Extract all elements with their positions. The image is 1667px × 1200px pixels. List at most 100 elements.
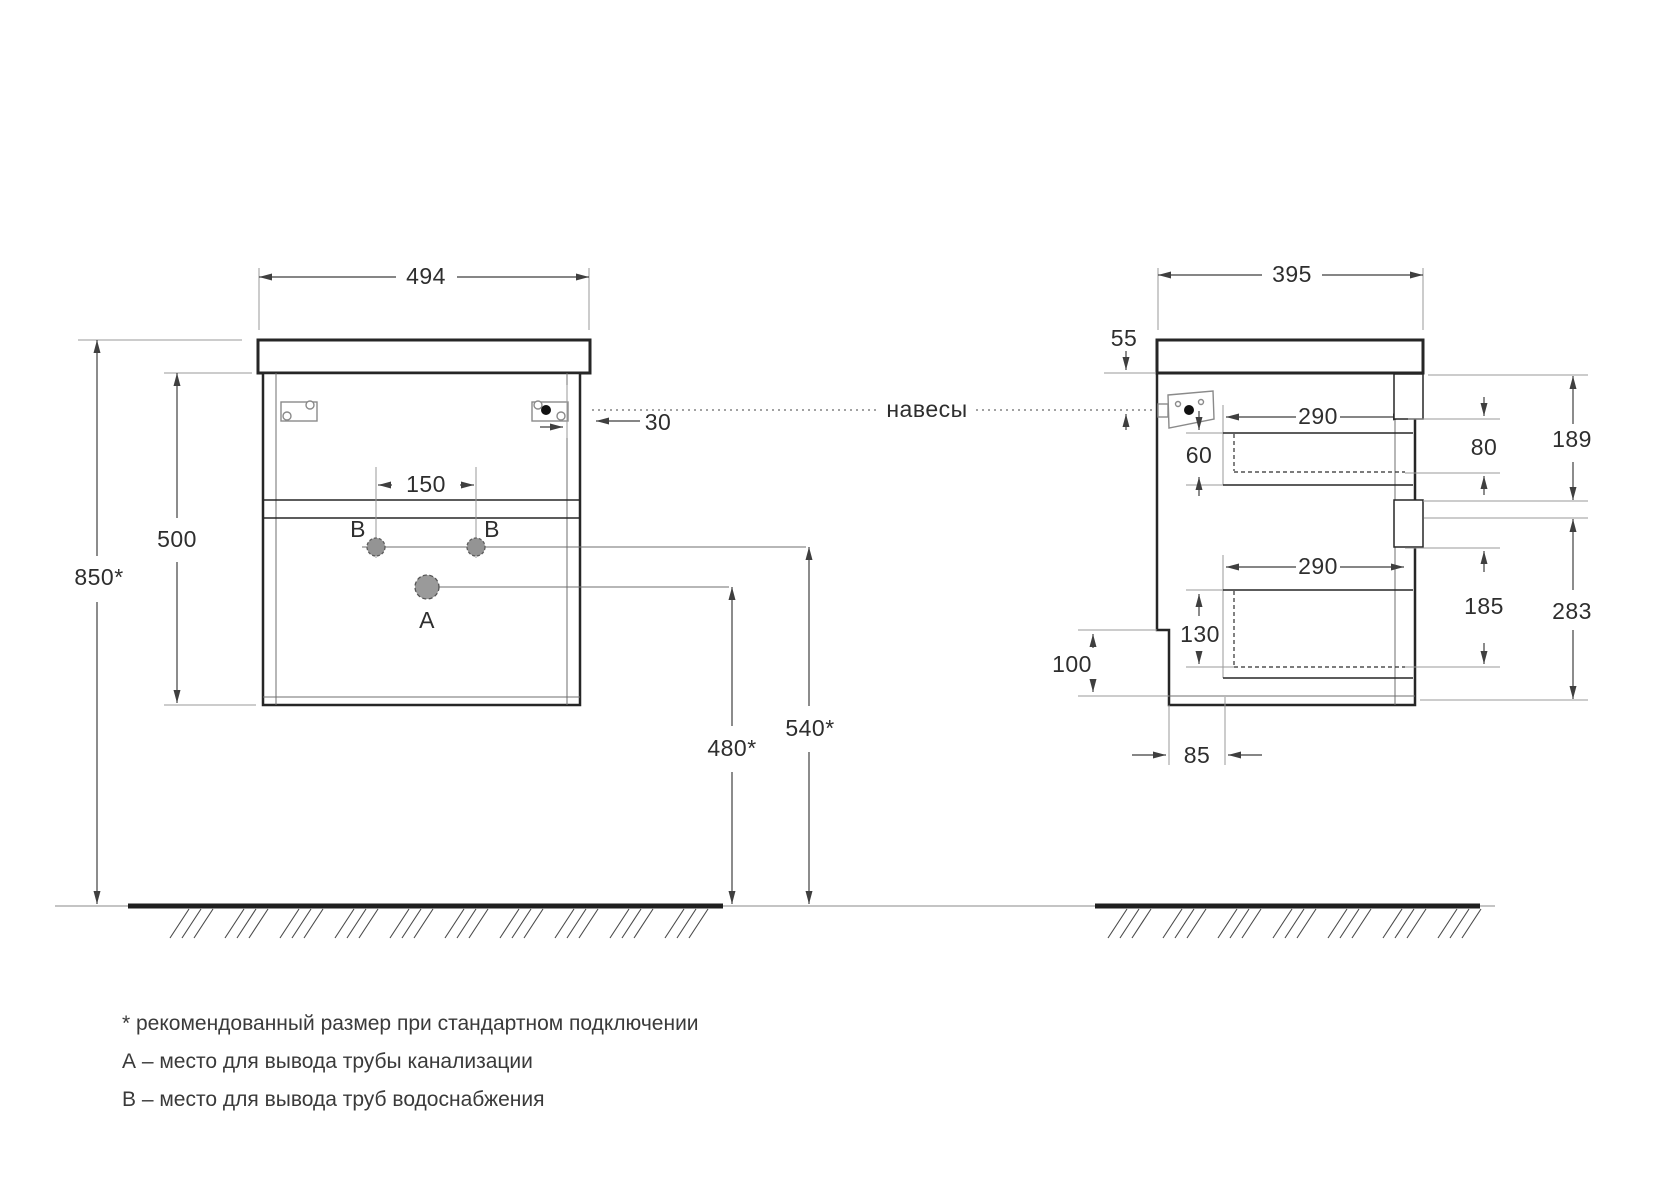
- hanger-screw-icon: [1197, 398, 1205, 406]
- floor-hatch-line: [1186, 908, 1207, 939]
- floor-hatch-line: [1406, 908, 1427, 939]
- floor-hatch-line: [1272, 908, 1293, 939]
- side-view: 395 55 290 60: [1052, 261, 1592, 768]
- hole-b-left: [366, 537, 386, 557]
- hanger-screw-icon: [533, 400, 543, 410]
- side-hanger: [1157, 390, 1215, 429]
- side-depth-dimension: 395: [1157, 261, 1424, 330]
- water-supply-holes: В В: [350, 516, 500, 557]
- floor-hatch-line: [468, 908, 489, 939]
- floor-hatch-line: [456, 908, 477, 939]
- hanger-offset-label: 30: [645, 409, 672, 435]
- note-recommended-size: * рекомендованный размер при стандартном…: [122, 1012, 699, 1035]
- side-countertop: [1155, 338, 1425, 375]
- top-drawer-front-label: 80: [1471, 434, 1498, 460]
- bottom-section-dimension: 283: [1552, 519, 1592, 699]
- floor-hatch-line: [1296, 908, 1317, 939]
- recess-width-label: 85: [1184, 742, 1211, 768]
- side-depth-label: 395: [1272, 261, 1312, 287]
- hangers-callout: навесы: [592, 396, 1157, 422]
- hanger-pin-icon: [1184, 405, 1194, 415]
- front-body-height-label: 500: [157, 526, 197, 552]
- top-section-label: 189: [1552, 426, 1592, 452]
- floor-hatch-line: [1461, 908, 1482, 939]
- front-total-height-label: 850*: [74, 564, 123, 590]
- hole-a-label: А: [419, 607, 435, 633]
- hole-b-right-label: В: [484, 516, 500, 542]
- bottom-drawer-depth-dimension: 290: [1226, 553, 1404, 579]
- top-drawer-front-panel: [1393, 373, 1424, 420]
- floor-hatch-line: [248, 908, 269, 939]
- floor: [55, 903, 1495, 939]
- floor-hatch-line: [1327, 908, 1348, 939]
- hole-b-left-label: В: [350, 516, 366, 542]
- front-right-hanger: [531, 385, 569, 438]
- side-top-offset-dimension: 55: [1104, 325, 1156, 430]
- floor-hatch-line: [676, 908, 697, 939]
- floor-hatch-line: [1351, 908, 1372, 939]
- bottom-drawer-front-label: 185: [1464, 593, 1504, 619]
- front-width-dimension: 494: [258, 263, 590, 330]
- bottom-drawer-height-label: 130: [1180, 621, 1220, 647]
- hanger-offset-dimension: 30: [596, 409, 671, 435]
- floor-hatch-line: [303, 908, 324, 939]
- top-drawer-depth-dimension: 290: [1226, 403, 1406, 429]
- front-left-hanger: [280, 400, 318, 422]
- floor-hatch-line: [566, 908, 587, 939]
- hole-b-right: [466, 537, 486, 557]
- hangers-callout-label: навесы: [886, 396, 967, 422]
- floor-hatch-line: [1394, 908, 1415, 939]
- floor-hatch-line: [1241, 908, 1262, 939]
- floor-hatch-line: [444, 908, 465, 939]
- floor-hatch-line: [236, 908, 257, 939]
- front-total-height-dimension: 850*: [74, 339, 242, 904]
- hanger-screw-icon: [556, 411, 566, 421]
- floor-hatch-line: [578, 908, 599, 939]
- front-countertop: [256, 338, 592, 375]
- front-cabinet-body: [261, 371, 582, 707]
- note-hole-b: В – место для вывода труб водоснабжения: [122, 1088, 544, 1111]
- side-top-offset-label: 55: [1111, 325, 1138, 351]
- recess-height-dimension: 100: [1052, 629, 1169, 697]
- hanger-screw-icon: [1174, 400, 1182, 408]
- note-hole-a: А – место для вывода трубы канализации: [122, 1050, 533, 1073]
- water-height-label: 540*: [785, 715, 834, 741]
- side-bottom-drawer: [1186, 555, 1413, 679]
- floor-hatch-line: [1119, 908, 1140, 939]
- floor-hatch-line: [1382, 908, 1403, 939]
- floor-hatch-line: [1339, 908, 1360, 939]
- front-view: 494 850* 500 150: [74, 263, 834, 904]
- floor-hatch-line: [1131, 908, 1152, 939]
- front-width-label: 494: [406, 263, 446, 289]
- recess-width-dimension: 85: [1132, 697, 1262, 768]
- floor-hatch-line: [1229, 908, 1250, 939]
- floor-hatch-line: [334, 908, 355, 939]
- floor-hatch-line: [1162, 908, 1183, 939]
- drain-height-dimension: 480*: [707, 587, 756, 904]
- floor-hatch-line: [633, 908, 654, 939]
- hanger-screw-icon: [305, 400, 315, 410]
- top-drawer-front-dimension: 80: [1471, 397, 1498, 495]
- bottom-section-label: 283: [1552, 598, 1592, 624]
- floor-hatch-line: [1437, 908, 1458, 939]
- top-section-dimension: 189: [1552, 376, 1592, 500]
- drain-hole: А: [414, 574, 440, 633]
- floor-hatch-line: [554, 908, 575, 939]
- floor-hatch-line: [1217, 908, 1238, 939]
- floor-hatch-line: [291, 908, 312, 939]
- floor-hatch-line: [499, 908, 520, 939]
- recess-height-label: 100: [1052, 651, 1092, 677]
- floor-hatch-line: [688, 908, 709, 939]
- front-hole-spacing-label: 150: [406, 471, 446, 497]
- floor-hatch-line: [664, 908, 685, 939]
- floor-hatch-line: [224, 908, 245, 939]
- floor-hatch-line: [609, 908, 630, 939]
- bottom-drawer-height-dimension: 130: [1180, 594, 1220, 664]
- top-drawer-offset-label: 60: [1186, 442, 1213, 468]
- floor-hatch-line: [511, 908, 532, 939]
- hole-a: [414, 574, 440, 600]
- floor-hatch-line: [346, 908, 367, 939]
- floor-hatch-line: [279, 908, 300, 939]
- footnotes: * рекомендованный размер при стандартном…: [122, 1012, 699, 1111]
- floor-hatch-line: [1107, 908, 1128, 939]
